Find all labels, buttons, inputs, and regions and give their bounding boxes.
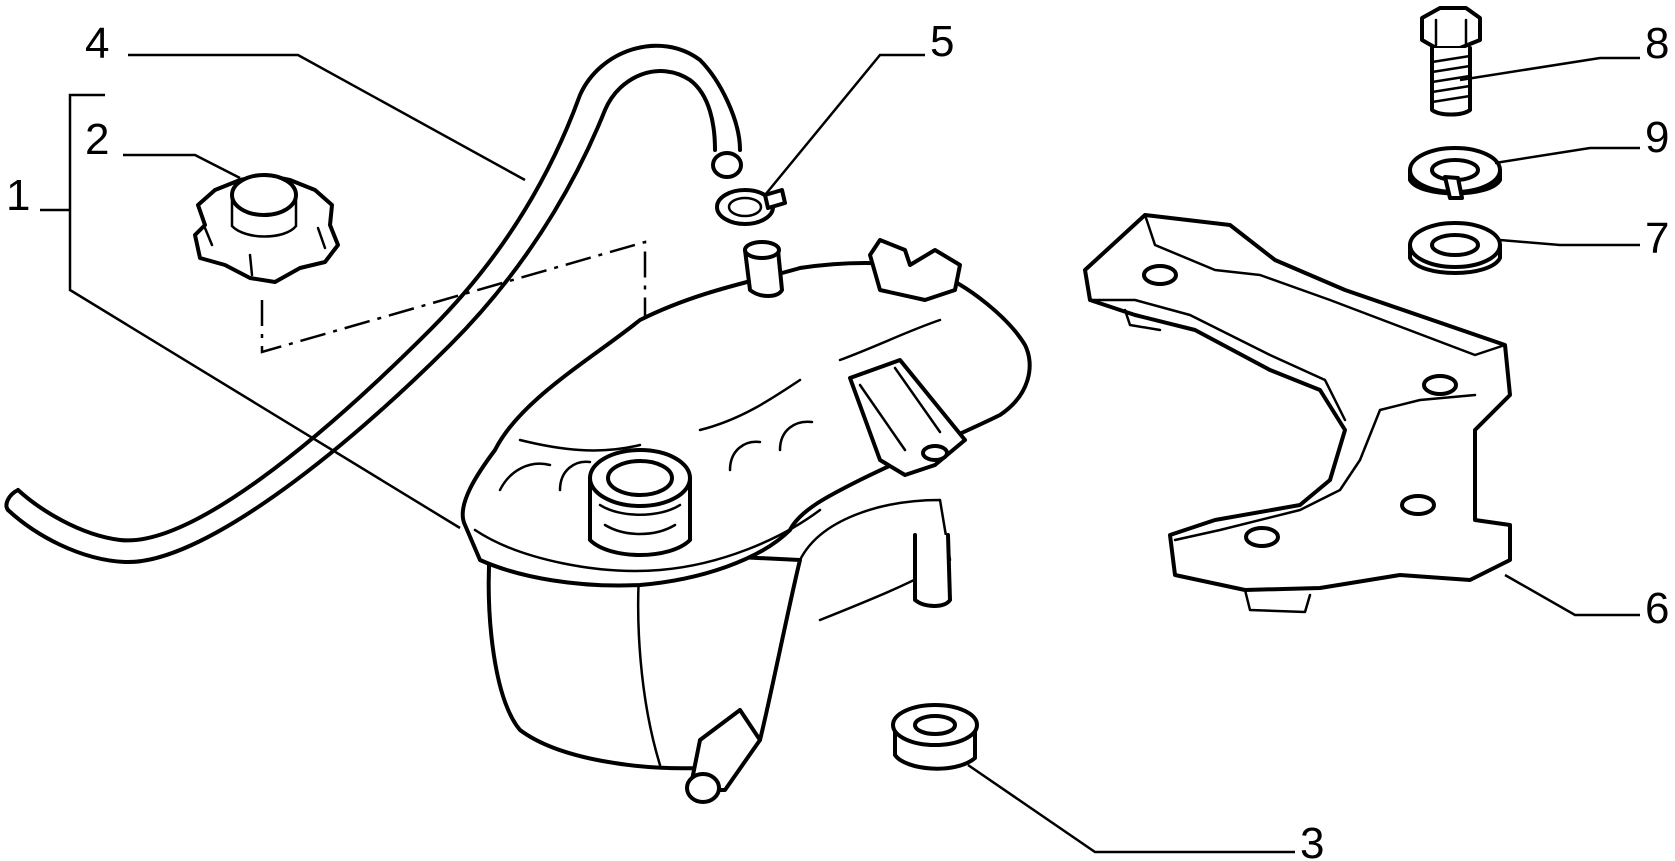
callout-5: 5 — [930, 17, 954, 66]
callout-labels: 1 2 3 4 5 6 7 8 9 — [6, 17, 1669, 861]
callout-2: 2 — [85, 115, 109, 164]
hose-clamp — [715, 188, 787, 226]
callout-8: 8 — [1645, 19, 1669, 68]
callout-7: 7 — [1645, 214, 1669, 263]
flat-washer — [1408, 221, 1502, 275]
overflow-hose — [4, 43, 743, 565]
callout-1: 1 — [6, 171, 30, 220]
reservoir-cap — [193, 173, 340, 284]
hex-bolt — [1420, 6, 1482, 117]
expansion-tank — [460, 238, 1032, 804]
rubber-grommet — [891, 703, 979, 771]
callout-3: 3 — [1300, 819, 1324, 861]
lock-washer — [1408, 146, 1502, 200]
mounting-bracket — [1083, 213, 1512, 614]
callout-9: 9 — [1645, 113, 1669, 162]
leader-lines — [40, 53, 1640, 854]
callout-4: 4 — [85, 19, 109, 68]
callout-6: 6 — [1645, 584, 1669, 633]
